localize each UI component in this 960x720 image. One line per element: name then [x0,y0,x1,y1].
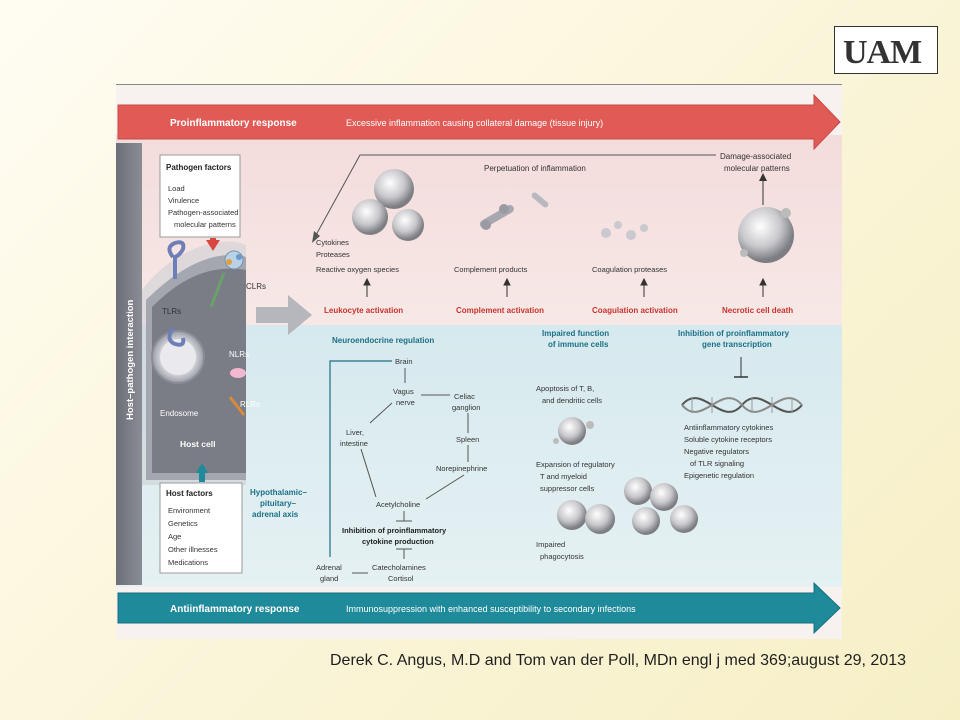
coagulation-activation-label: Coagulation activation [592,306,678,315]
hpa-label-3: adrenal axis [252,510,299,519]
host-cell: Endosome Host cell TLRs CLRs NLRs RLRs [142,240,266,485]
phagocytosis-label-1: Impaired [536,540,565,549]
host-up-arrow-icon [196,463,208,473]
neuro-flow-arrows [352,368,469,574]
host-cell-label: Host cell [180,439,215,449]
adrenal-label-2: gland [320,574,338,583]
sepsis-figure: Proinflammatory response Excessive infla… [116,84,842,639]
impaired-function-label-2: of immune cells [548,340,609,349]
complement-products-label: Complement products [454,265,528,274]
cortisol-label: Cortisol [388,574,414,583]
perpetuation-label: Perpetuation of inflammation [484,164,586,173]
leukocyte-activation-label: Leukocyte activation [324,306,403,315]
neuroendocrine-label: Neuroendocrine regulation [332,336,434,345]
host-factors-title: Host factors [166,489,213,498]
pathogen-down-arrow-icon [206,240,220,251]
pathogen-factors-box: Pathogen factors Load Virulence Pathogen… [159,154,241,238]
side-bar [116,143,142,585]
phagocytosis-label-2: phagocytosis [540,552,584,561]
acetylcholine-label: Acetylcholine [376,500,420,509]
adrenal-label-1: Adrenal [316,563,342,572]
norepinephrine-label: Norepinephrine [436,464,487,473]
expansion-label-1: Expansion of regulatory [536,460,615,469]
ros-label: Reactive oxygen species [316,265,399,274]
expansion-label-2: T and myeloid [540,472,587,481]
anti-list-item: Epigenetic regulation [684,471,754,480]
uam-logo: UAM [834,26,938,74]
vagus-label-2: nerve [396,398,415,407]
nlrs-label: NLRs [229,350,249,359]
host-factor-item: Other illnesses [168,545,218,554]
damp-label-2: molecular patterns [724,164,790,173]
inhibition-transcription-label-2: gene transcription [702,340,772,349]
celiac-label-1: Celiac [454,392,475,401]
host-factors-box: Host factors Environment Genetics Age Ot… [159,482,243,574]
host-factor-item: Genetics [168,519,198,528]
anti-list-item: of TLR signaling [690,459,744,468]
inhibition-cytokine-label-1: Inhibition of proinflammatory [342,526,447,535]
host-factor-item: Age [168,532,181,541]
damp-label-1: Damage-associated [720,152,791,161]
suppressor-cells-shape [557,477,698,535]
rlr-icon [228,396,246,416]
proinflammatory-subtitle: Excessive inflammation causing collatera… [346,118,603,128]
host-factor-item: Environment [168,506,211,515]
leukocyte-cells [352,169,424,241]
proinflammatory-arrow: Proinflammatory response Excessive infla… [117,93,841,151]
antiinflammatory-subtitle: Immunosuppression with enhanced suscepti… [346,604,636,614]
celiac-label-2: ganglion [452,403,480,412]
clrs-label: CLRs [246,282,266,291]
citation: Derek C. Angus, M.D and Tom van der Poll… [330,652,907,669]
sepsis-diagram: Proinflammatory response Excessive infla… [116,93,842,635]
cytokines-label: Cytokines [316,238,349,247]
complement-products-shape [479,192,549,230]
tlr-receptor-icon [167,240,186,279]
liver-label-1: Liver, [346,428,364,437]
hpa-label-1: Hypothalamic– [250,488,307,497]
clr-receptor-icon [209,272,226,308]
coagulation-shape [601,221,648,240]
pathogen-factor-item: molecular patterns [174,220,236,229]
brain-label: Brain [395,357,413,366]
grey-arrow-icon [256,295,312,335]
pathogen-factor-item: Virulence [168,196,199,205]
liver-label-2: intestine [340,439,368,448]
hpa-label-2: pituitary– [260,499,297,508]
apoptosis-label-2: and dendritic cells [542,396,602,405]
host-factor-item: Medications [168,558,208,567]
apoptosis-label-1: Apoptosis of T, B, [536,384,594,393]
pathogen-factor-item: Load [168,184,185,193]
inhibition-cytokine-label-2: cytokine production [362,537,434,546]
spleen-label: Spleen [456,435,479,444]
logo-text: UAM [843,34,922,71]
pathogen-factors-title: Pathogen factors [166,163,232,172]
antiinflammatory-arrow: Antiinflammatory response Immunosuppress… [117,581,841,635]
proteases-label: Proteases [316,250,350,259]
inhibition-transcription-label-1: Inhibition of proinflammatory [678,329,790,338]
pathogen-factor-item: Pathogen-associated [168,208,238,217]
necrotic-cell-death-label: Necrotic cell death [722,306,793,315]
catecholamines-label: Catecholamines [372,563,426,572]
complement-activation-label: Complement activation [456,306,544,315]
tlr-endosome-receptor-icon [167,326,186,347]
tlrs-label: TLRs [162,307,181,316]
impaired-function-label-1: Impaired function [542,329,609,338]
proinflammatory-title: Proinflammatory response [170,118,297,129]
expansion-label-3: suppressor cells [540,484,594,493]
anti-list-item: Antiinflammatory cytokines [684,423,773,432]
antiinflammatory-title: Antiinflammatory response [170,604,300,615]
necrotic-cell-shape [738,207,794,263]
anti-list-item: Negative regulators [684,447,749,456]
nlr-icon [230,368,246,378]
side-label: Host–pathogen interaction [125,299,136,420]
anti-list-item: Soluble cytokine receptors [684,435,772,444]
endosome-label: Endosome [160,409,199,418]
rlrs-label: RLRs [240,400,260,409]
coagulation-proteases-label: Coagulation proteases [592,265,667,274]
dna-icon [681,397,803,413]
vagus-label-1: Vagus [393,387,414,396]
apoptosis-cell-shape [553,417,594,445]
